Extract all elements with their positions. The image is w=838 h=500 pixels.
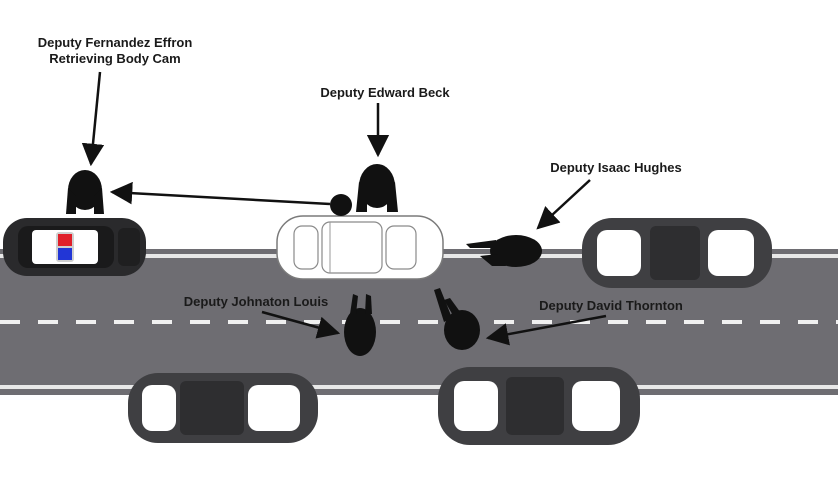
deputy-fernandez-figure bbox=[66, 170, 104, 214]
arrow-fernandez bbox=[81, 71, 105, 167]
dark-car-lower-right bbox=[438, 367, 640, 445]
body-cam bbox=[330, 194, 352, 216]
arrows bbox=[81, 71, 607, 346]
police-light-blue bbox=[58, 248, 72, 260]
label-fernandez-line1: Deputy Fernandez Effron bbox=[38, 35, 193, 50]
police-light-red bbox=[58, 234, 72, 246]
deputy-louis-figure bbox=[344, 294, 376, 356]
label-beck: Deputy Edward Beck bbox=[320, 85, 450, 100]
road-edge-bottom bbox=[0, 385, 838, 389]
label-fernandez-line2: Retrieving Body Cam bbox=[49, 51, 180, 66]
label-louis: Deputy Johnaton Louis bbox=[184, 294, 328, 309]
label-hughes: Deputy Isaac Hughes bbox=[550, 160, 682, 175]
arrow-hughes bbox=[536, 179, 591, 230]
arrow-thornton bbox=[485, 314, 607, 346]
white-sedan bbox=[276, 215, 444, 280]
deputy-beck-figure bbox=[356, 164, 398, 212]
arrow-louis bbox=[261, 310, 341, 339]
arrow-bodycam-to-car bbox=[109, 181, 331, 206]
deputy-thornton-figure bbox=[434, 288, 480, 350]
police-car bbox=[3, 218, 146, 276]
dark-car-upper-right bbox=[582, 218, 772, 288]
deputy-hughes-figure bbox=[466, 235, 542, 267]
label-thornton: Deputy David Thornton bbox=[539, 298, 683, 313]
dark-car-lower-left bbox=[128, 373, 318, 443]
